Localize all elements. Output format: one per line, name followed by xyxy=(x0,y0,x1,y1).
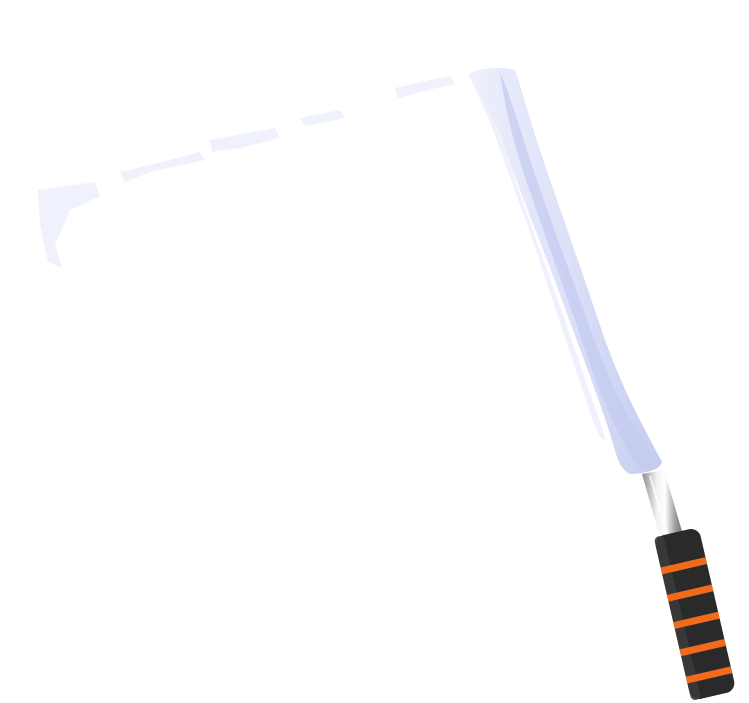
handle-stripe xyxy=(679,639,726,657)
handle-stripe xyxy=(660,557,708,575)
duster-head-highlight xyxy=(474,80,606,440)
handle xyxy=(654,528,735,701)
metal-shaft xyxy=(642,470,684,544)
handle-stripe xyxy=(666,584,714,602)
handle-stripe xyxy=(673,611,720,629)
handle-grip xyxy=(655,528,735,700)
faint-fiber-trail xyxy=(38,76,455,268)
handle-stripe xyxy=(685,666,733,684)
duster-head xyxy=(468,67,662,475)
